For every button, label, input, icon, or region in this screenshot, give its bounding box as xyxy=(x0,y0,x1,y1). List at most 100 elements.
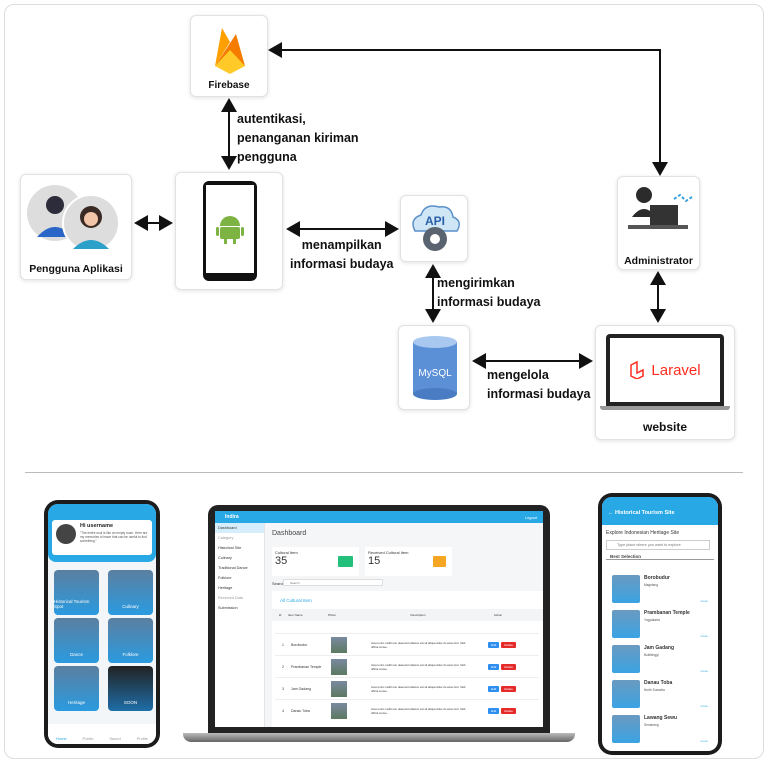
section-divider xyxy=(25,472,743,473)
dashboard-topbar: Indira Logout xyxy=(215,511,543,523)
dashboard-logo: Indira xyxy=(225,514,239,520)
delete-button[interactable]: Delete xyxy=(501,685,516,692)
cell-id: 2 xyxy=(282,664,284,669)
cell-description: Amet enim mollit non deserunt ullamco es… xyxy=(371,640,466,649)
back-arrow-icon[interactable]: ← xyxy=(608,510,614,516)
firebase-icon xyxy=(215,28,245,74)
sidebar-item-dance[interactable]: Traditional Dance xyxy=(218,566,248,570)
tile-folklore[interactable]: Folklore xyxy=(108,618,153,663)
table-row: 3 Jam Gadang Amet enim mollit non deseru… xyxy=(275,677,539,699)
more-link[interactable]: more... xyxy=(700,704,710,708)
api-cloud-gear-icon: API xyxy=(412,205,460,251)
delete-button[interactable]: Delete xyxy=(501,663,516,670)
edit-button[interactable]: Edit xyxy=(488,685,500,692)
edit-button[interactable]: Edit xyxy=(488,707,500,714)
col-action: Action xyxy=(493,613,503,617)
search-label: Search: xyxy=(272,581,286,586)
list-item[interactable]: Jam Gadang Bukittinggi more... xyxy=(612,645,710,677)
sidebar-item-culinary[interactable]: Culinary xyxy=(218,556,232,560)
android-icon xyxy=(216,216,244,244)
edge-label-mysql-laravel: mengelola informasi budaya xyxy=(487,366,591,404)
website-node: Laravel website xyxy=(595,325,735,440)
more-link[interactable]: more... xyxy=(700,599,710,603)
place-location: Semarang xyxy=(644,723,659,727)
tile-heritage[interactable]: Heritage xyxy=(54,666,99,711)
cell-id: 3 xyxy=(282,686,284,691)
sidebar-item-historical[interactable]: Historical Site xyxy=(218,546,242,550)
place-thumbnail xyxy=(612,575,640,603)
card-cultural-item: Cultural Item 35 xyxy=(272,547,359,576)
administrator-node: Administrator xyxy=(617,176,700,270)
edge-label-line: informasi budaya xyxy=(487,387,591,401)
list-item[interactable]: Lawang Sewu Semarang more... xyxy=(612,715,710,747)
more-link[interactable]: more... xyxy=(700,669,710,673)
list-item[interactable]: Prambanan Temple Yogyakarta more... xyxy=(612,610,710,642)
list-item[interactable]: Danau Toba North Sumatra more... xyxy=(612,680,710,712)
place-search-input[interactable] xyxy=(606,540,710,550)
tile-culinary[interactable]: Culinary xyxy=(108,570,153,615)
mysql-node: MySQL xyxy=(398,325,470,410)
cell-photo xyxy=(331,658,347,675)
cell-name: Borobudur xyxy=(291,642,308,647)
folder-icon xyxy=(338,556,353,567)
card-label: Received Cultural Item xyxy=(368,550,409,555)
search-input[interactable] xyxy=(283,579,383,586)
edge-label-line: mengelola xyxy=(487,368,549,382)
quote: "The entire soul is like an empty room. … xyxy=(80,531,148,543)
section-title: Best Selection xyxy=(606,550,714,560)
canvas-frame xyxy=(4,4,764,759)
logout-link[interactable]: Logout xyxy=(524,515,537,520)
place-thumbnail xyxy=(612,715,640,743)
cell-name: Prambanan Temple xyxy=(291,664,322,669)
tile-soon[interactable]: SOON xyxy=(108,666,153,711)
edit-button[interactable]: Edit xyxy=(488,663,500,670)
place-name: Borobudur xyxy=(644,575,670,581)
delete-button[interactable]: Delete xyxy=(501,641,516,648)
cell-name: Danau Toba xyxy=(291,708,310,713)
sidebar-item-heritage[interactable]: Heritage xyxy=(218,586,233,590)
home-header: Hi username "The entire soul is like an … xyxy=(48,504,156,562)
cell-photo xyxy=(331,702,347,719)
table-header: Id Item Name Photo Description Action xyxy=(272,609,543,621)
folder-add-icon xyxy=(433,556,446,567)
table-row: 2 Prambanan Temple Amet enim mollit non … xyxy=(275,655,539,677)
place-location: Yogyakarta xyxy=(644,618,660,622)
edge-label-line: menampilkan xyxy=(301,238,382,252)
nav-saved[interactable]: Saved xyxy=(109,736,121,741)
more-link[interactable]: more... xyxy=(700,739,710,743)
sidebar-item-submission[interactable]: Submission xyxy=(218,606,238,610)
place-name: Jam Gadang xyxy=(644,645,675,651)
users-icon xyxy=(27,185,120,249)
avatar xyxy=(56,524,76,544)
tile-dance[interactable]: Dance xyxy=(54,618,99,663)
delete-button[interactable]: Delete xyxy=(501,707,516,714)
edge-label-firebase-android: autentikasi, penanganan kiriman pengguna xyxy=(237,110,359,167)
mysql-database-icon: MySQL xyxy=(413,336,457,400)
bottom-nav: Home Public Saved Profile xyxy=(48,724,156,744)
col-photo: Photo xyxy=(328,613,336,617)
edge-label-api-mysql: mengirimkan informasi budaya xyxy=(437,274,541,312)
list-item[interactable]: Borobudur Magelang more... xyxy=(612,575,710,607)
users-label: Pengguna Aplikasi xyxy=(29,263,123,275)
card-value: 15 xyxy=(368,555,381,567)
sidebar-section-label: Category xyxy=(218,536,234,540)
place-thumbnail xyxy=(612,610,640,638)
tile-historical[interactable]: Historical Tourism Spot xyxy=(54,570,99,615)
nav-profile[interactable]: Profile xyxy=(136,736,148,741)
table-row: 4 Danau Toba Amet enim mollit non deseru… xyxy=(275,699,539,721)
cell-name: Jam Gadang xyxy=(291,686,312,691)
sidebar-item-dashboard[interactable]: Dashboard xyxy=(215,523,264,533)
cell-description: Amet enim mollit non deserunt ullamco es… xyxy=(371,662,466,671)
nav-home[interactable]: Home xyxy=(55,736,67,741)
cell-description: Amet enim mollit non deserunt ullamco es… xyxy=(371,706,466,715)
place-name: Lawang Sewu xyxy=(644,715,678,721)
nav-public[interactable]: Public xyxy=(82,736,94,741)
edit-button[interactable]: Edit xyxy=(488,641,500,648)
table-title: All Cultural Item xyxy=(280,598,312,603)
users-node: Pengguna Aplikasi xyxy=(20,174,132,280)
sidebar-item-folklore[interactable]: Folklore xyxy=(218,576,232,580)
api-node: API xyxy=(400,195,468,262)
more-link[interactable]: more... xyxy=(700,634,710,638)
place-thumbnail xyxy=(612,680,640,708)
place-location: Magelang xyxy=(644,583,658,587)
